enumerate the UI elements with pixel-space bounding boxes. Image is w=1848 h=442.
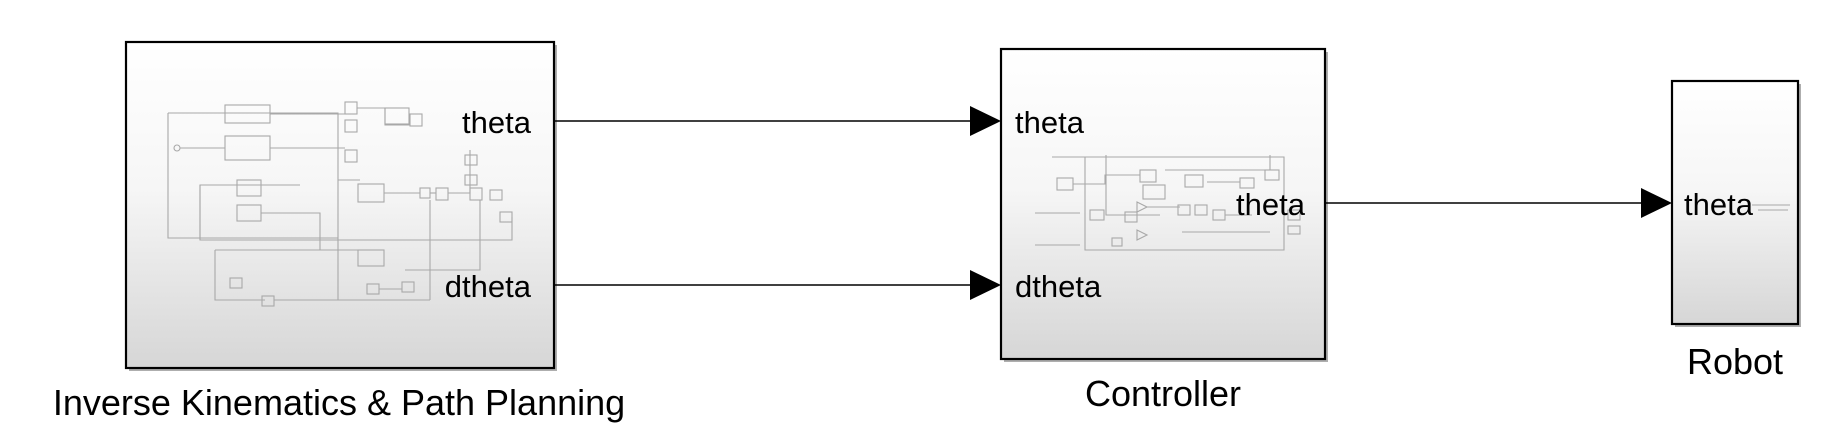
- robot-block-body[interactable]: [1670, 79, 1800, 326]
- ik-subsystem-block[interactable]: theta dtheta: [124, 40, 557, 371]
- robot-subsystem-thumbnail: [1752, 204, 1790, 211]
- controller-inport-dtheta-label: dtheta: [1015, 269, 1102, 304]
- ik-outport-dtheta-label: dtheta: [445, 269, 532, 304]
- controller-subsystem-block[interactable]: theta dtheta theta: [999, 47, 1328, 362]
- controller-inport-theta-label: theta: [1015, 105, 1085, 140]
- controller-outport-theta-label: theta: [1236, 187, 1306, 222]
- ik-subsystem-thumbnail: [167, 101, 513, 307]
- ik-block-name[interactable]: Inverse Kinematics & Path Planning: [53, 382, 625, 423]
- arrowhead-icon: [970, 106, 1001, 136]
- robot-inport-theta-label: theta: [1684, 187, 1754, 222]
- ik-block-body[interactable]: [124, 40, 556, 370]
- arrowhead-icon: [970, 270, 1001, 300]
- signal-line-controller-theta-to-robot[interactable]: [1326, 188, 1672, 218]
- controller-subsystem-thumbnail: [1035, 155, 1301, 251]
- controller-block-name[interactable]: Controller: [1085, 373, 1241, 414]
- robot-subsystem-block[interactable]: theta: [1670, 79, 1801, 327]
- signal-line-ik-dtheta-to-controller[interactable]: [555, 270, 1001, 300]
- ik-outport-theta-label: theta: [462, 105, 532, 140]
- robot-block-name[interactable]: Robot: [1687, 341, 1783, 382]
- signal-line-ik-theta-to-controller[interactable]: [555, 106, 1001, 136]
- arrowhead-icon: [1641, 188, 1672, 218]
- controller-block-body[interactable]: [999, 47, 1327, 361]
